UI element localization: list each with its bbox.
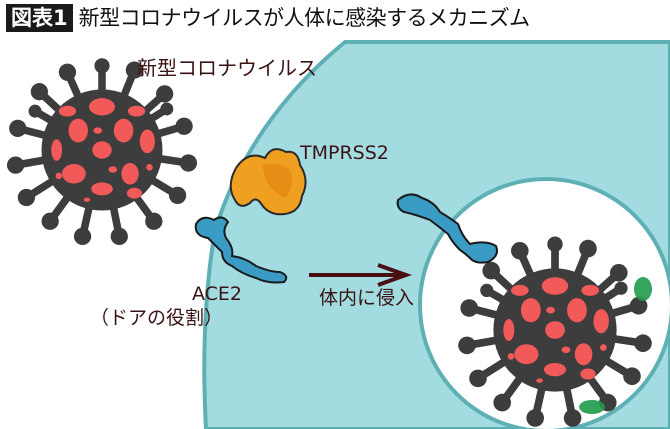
green-marker-icon [579,277,652,414]
coronavirus-icon [7,58,197,245]
label-virus: 新型コロナウイルス [137,56,317,80]
figure-header: 図表1 新型コロナウイルスが人体に感染するメカニズム [6,3,530,33]
label-invasion: 体内に侵入 [319,287,415,309]
label-ace2: ACE2 [192,283,243,305]
arrow-right-icon [309,263,412,287]
label-tmprss2: TMPRSS2 [300,142,389,164]
receptor-icon-endosome [396,193,498,264]
figure-title: 新型コロナウイルスが人体に感染するメカニズム [78,6,531,30]
figure-tag: 図表1 [6,4,73,32]
receptor-icon [194,216,288,284]
label-ace2-role: （ドアの役割） [90,307,224,329]
